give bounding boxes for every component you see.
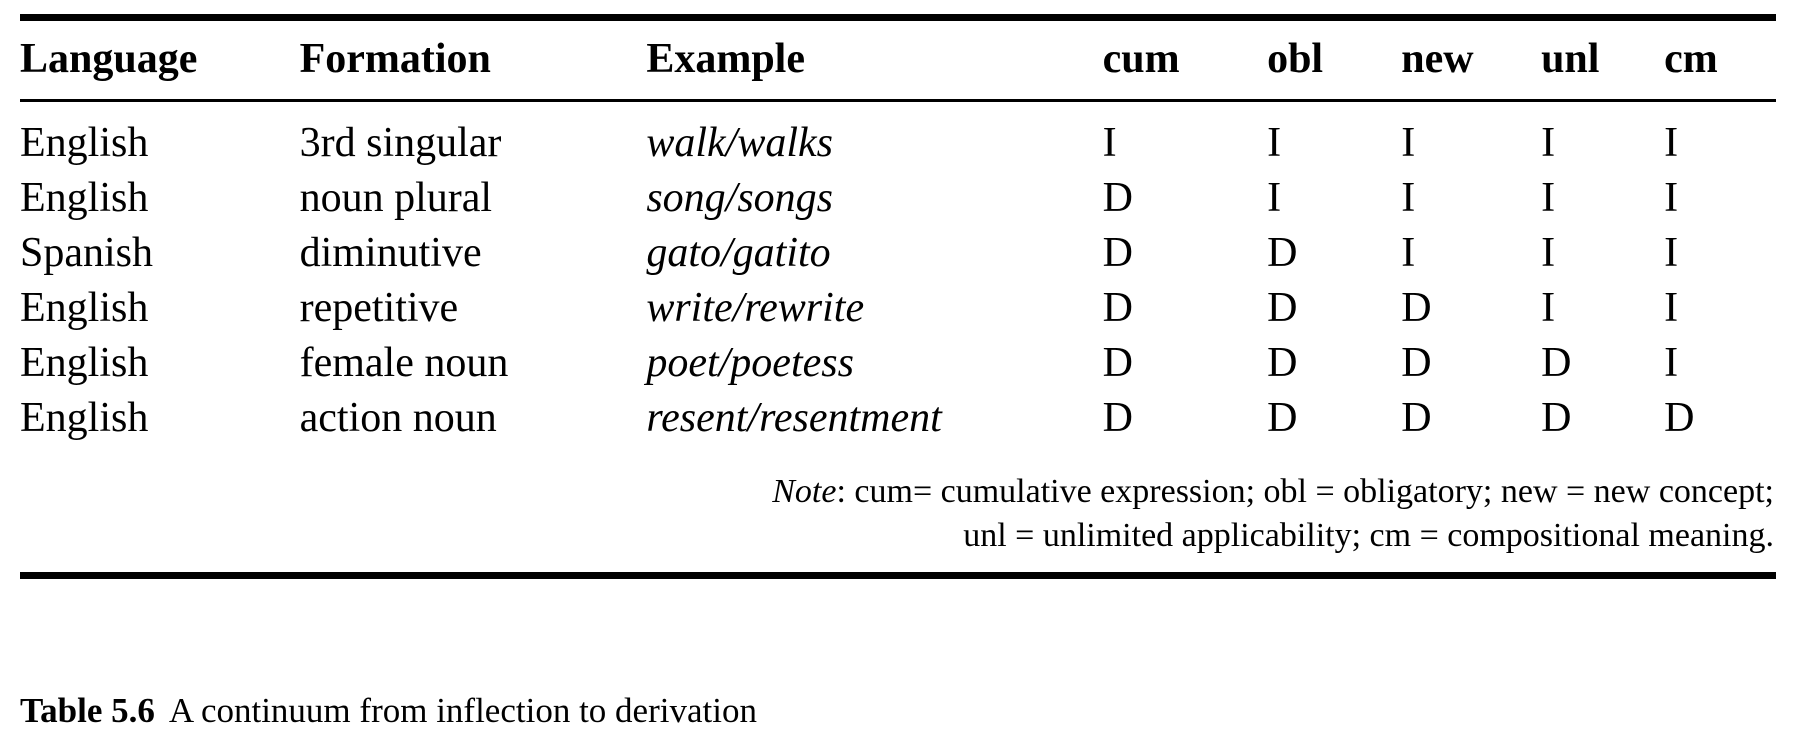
cell-obl: I (1267, 120, 1282, 166)
table-header: Language Formation Example cum obl new u… (20, 21, 1776, 99)
cell-unl: D (1541, 340, 1572, 386)
table-caption-label: Table 5.6 (20, 691, 155, 730)
cell-example: resent/resentment (646, 395, 942, 441)
column-header-unl: unl (1541, 36, 1600, 82)
column-header-language: Language (20, 36, 198, 82)
cell-new: D (1401, 285, 1432, 331)
table-top-rule (20, 14, 1776, 21)
cell-obl: D (1267, 340, 1298, 386)
cell-new: I (1401, 120, 1416, 166)
cell-cm: I (1664, 175, 1679, 221)
cell-formation: action noun (299, 395, 497, 441)
column-header-example: Example (646, 36, 805, 82)
cell-obl: D (1267, 230, 1298, 276)
cell-unl: I (1541, 120, 1556, 166)
cell-example: poet/poetess (646, 340, 854, 386)
cell-language: English (20, 175, 149, 221)
table-row: Spanish diminutive gato/gatito D D I I I (20, 226, 1776, 281)
table-caption-text: A continuum from inflection to derivatio… (168, 691, 757, 730)
cell-cm: D (1664, 395, 1695, 441)
table-row: English action noun resent/resentment D … (20, 391, 1776, 452)
cell-language: English (20, 120, 149, 166)
column-header-formation: Formation (299, 36, 491, 82)
cell-language: English (20, 285, 149, 331)
cell-language: Spanish (20, 230, 154, 276)
table-note: Note: cum= cumulative expression; obl = … (20, 452, 1776, 572)
cell-formation: noun plural (299, 175, 493, 221)
cell-formation: repetitive (299, 285, 459, 331)
column-header-obl: obl (1267, 36, 1324, 82)
column-header-cum: cum (1102, 36, 1180, 82)
table-body: English 3rd singular walk/walks I I I I … (20, 102, 1776, 452)
cell-cum: I (1102, 120, 1117, 166)
cell-obl: I (1267, 175, 1282, 221)
cell-unl: I (1541, 285, 1556, 331)
cell-example: gato/gatito (646, 230, 831, 276)
column-header-cm: cm (1664, 36, 1718, 82)
cell-cm: I (1664, 120, 1679, 166)
table-caption: Table 5.6 A continuum from inflection to … (20, 690, 757, 732)
table-note-label: Note (772, 473, 837, 510)
cell-obl: D (1267, 285, 1298, 331)
cell-formation: 3rd singular (299, 120, 502, 166)
cell-formation: female noun (299, 340, 509, 386)
table-row: English 3rd singular walk/walks I I I I … (20, 102, 1776, 171)
column-header-new: new (1401, 36, 1474, 82)
table-bottom-rule (20, 572, 1776, 579)
table-note-line-1: Note: cum= cumulative expression; obl = … (20, 470, 1774, 514)
cell-language: English (20, 395, 149, 441)
cell-cm: I (1664, 285, 1679, 331)
continuum-table: Language Formation Example cum obl new u… (20, 21, 1776, 99)
header-row: Language Formation Example cum obl new u… (20, 21, 1776, 99)
cell-cum: D (1102, 175, 1133, 221)
cell-cum: D (1102, 285, 1133, 331)
cell-language: English (20, 340, 149, 386)
cell-example: song/songs (646, 175, 834, 221)
cell-formation: diminutive (299, 230, 482, 276)
cell-cum: D (1102, 395, 1133, 441)
cell-cm: I (1664, 230, 1679, 276)
cell-new: D (1401, 340, 1432, 386)
table-note-line-2: unl = unlimited applicability; cm = comp… (963, 517, 1774, 554)
table-block: Language Formation Example cum obl new u… (20, 14, 1776, 579)
continuum-table-body: English 3rd singular walk/walks I I I I … (20, 102, 1776, 452)
cell-example: walk/walks (646, 120, 833, 166)
cell-cm: I (1664, 340, 1679, 386)
cell-new: D (1401, 395, 1432, 441)
cell-example: write/rewrite (646, 285, 865, 331)
table-row: English noun plural song/songs D I I I I (20, 171, 1776, 226)
cell-unl: I (1541, 230, 1556, 276)
cell-new: I (1401, 175, 1416, 221)
cell-unl: D (1541, 395, 1572, 441)
table-row: English repetitive write/rewrite D D D I… (20, 281, 1776, 336)
cell-obl: D (1267, 395, 1298, 441)
table-row: English female noun poet/poetess D D D D… (20, 336, 1776, 391)
table-header-rule (20, 99, 1776, 102)
cell-unl: I (1541, 175, 1556, 221)
cell-new: I (1401, 230, 1416, 276)
table-note-text-1: : cum= cumulative expression; obl = obli… (836, 473, 1774, 510)
cell-cum: D (1102, 230, 1133, 276)
cell-cum: D (1102, 340, 1133, 386)
